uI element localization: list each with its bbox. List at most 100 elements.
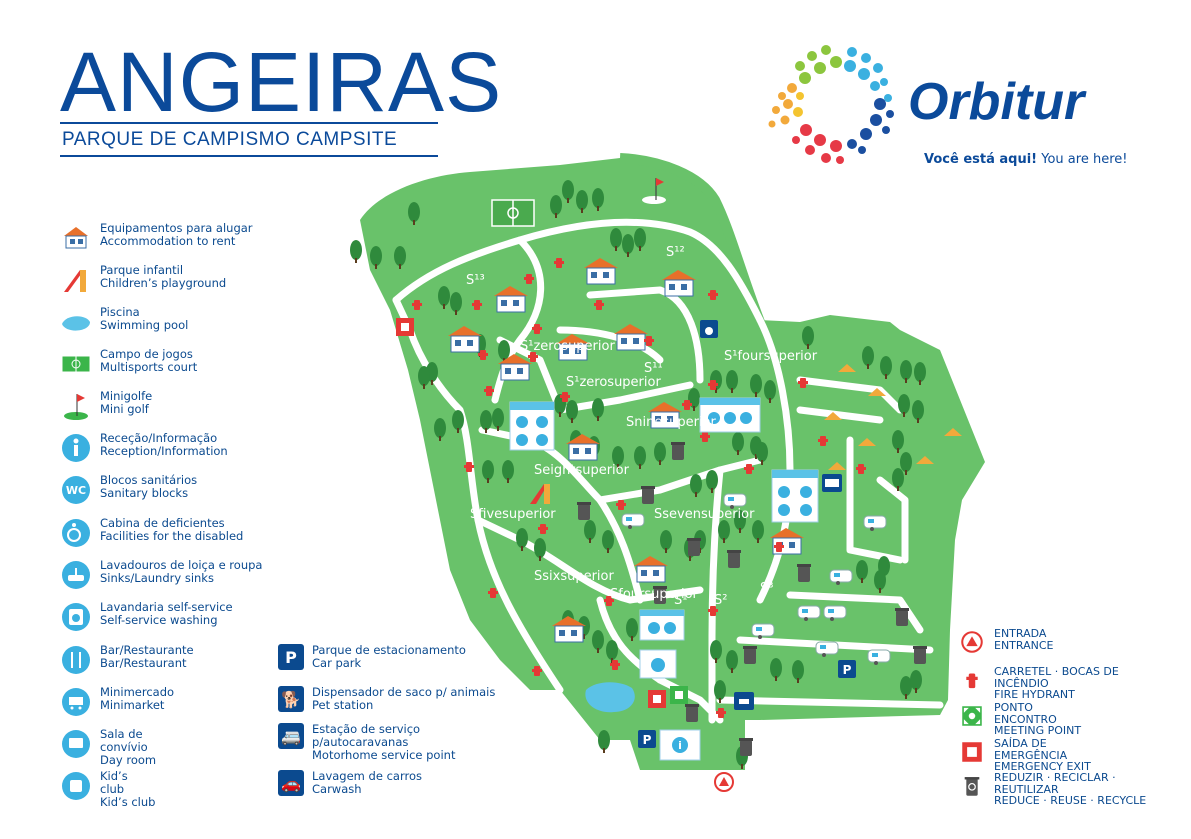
sector-label: S¹ <box>674 593 687 608</box>
parking-icon: P <box>638 730 656 748</box>
tree-icon <box>516 528 528 551</box>
hydrant-icon <box>708 380 718 390</box>
hydrant-icon <box>594 300 604 310</box>
hydrant-icon <box>644 336 654 346</box>
tree-icon <box>350 240 362 263</box>
tree-icon <box>584 520 596 543</box>
sector-label: Sfivesuperior <box>470 507 556 522</box>
kids-icon <box>60 770 92 802</box>
recycle-icon <box>653 586 667 604</box>
you-are-here-label: Você está aqui! You are here! <box>924 152 1127 167</box>
tree-icon <box>370 246 382 269</box>
tree-icon <box>612 446 624 469</box>
caravan-icon <box>621 513 645 529</box>
house-icon <box>60 222 92 254</box>
sanitary-block <box>509 401 555 451</box>
laundry-icon <box>60 601 92 633</box>
legend-item: Cabina de deficientes Facilities for the… <box>60 517 243 549</box>
hydrant-icon <box>488 588 498 598</box>
hydrant-icon <box>798 378 808 388</box>
caravan-icon <box>823 605 847 621</box>
tree-icon <box>482 460 494 483</box>
legend-label: Minigolfe Mini golf <box>100 389 153 416</box>
legend-item: 🚗Lavagem de carros Carwash <box>278 770 422 796</box>
legend-item: Sala de convívio Day room <box>60 728 156 767</box>
legend-label: Parque infantil Children’s playground <box>100 263 227 290</box>
tree-icon <box>502 460 514 483</box>
house-icon <box>648 402 682 429</box>
legend-item: Receção/Informação Reception/Information <box>60 432 228 464</box>
legend-label: Lavadouros de loiça e roupa Sinks/Laundr… <box>100 558 263 585</box>
legend-label: Parque de estacionamento Car park <box>312 643 466 670</box>
pool-icon <box>60 306 92 338</box>
subtitle-divider <box>60 155 438 157</box>
playground-icon <box>60 264 92 296</box>
recycle-icon <box>913 646 927 664</box>
tree-icon <box>660 530 672 553</box>
legend-item: CARRETEL · BOCAS DE INCÊNDIO FIRE HYDRAN… <box>958 666 1119 701</box>
page-subtitle: PARQUE DE CAMPISMO CAMPSITE <box>62 129 398 150</box>
tree-icon <box>438 286 450 309</box>
tree-icon <box>634 446 646 469</box>
tree-icon <box>714 680 726 703</box>
caravan-icon <box>797 605 821 621</box>
legend-label: ENTRADA ENTRANCE <box>994 627 1054 652</box>
caravan-icon <box>723 493 747 509</box>
legend-label: Estação de serviço p/autocaravanas Motor… <box>312 722 456 762</box>
sector-label: S² <box>714 593 727 608</box>
house-icon <box>552 616 586 643</box>
sports-court <box>491 199 535 227</box>
caravan-icon <box>867 649 891 665</box>
recycle-icon <box>577 502 591 520</box>
hydrant-icon <box>958 666 986 694</box>
legend-label: PONTO ENCONTRO MEETING POINT <box>994 701 1082 737</box>
tree-icon <box>690 474 702 497</box>
hydrant-icon <box>604 596 614 606</box>
tree-icon <box>912 400 924 423</box>
entrance-icon <box>958 628 986 656</box>
hydrant-icon <box>538 524 548 534</box>
recycle-icon <box>687 538 701 556</box>
cart-icon <box>60 686 92 718</box>
tree-icon <box>752 520 764 543</box>
tree-icon <box>706 470 718 493</box>
legend-label: Minimercado Minimarket <box>100 685 175 712</box>
recycle-icon <box>727 550 741 568</box>
hydrant-icon <box>744 464 754 474</box>
hydrant-icon <box>560 392 570 402</box>
sector-label: S¹¹ <box>644 361 663 376</box>
map-hydrants <box>412 258 866 718</box>
legend-item: SAÍDA DE EMERGÊNCIA EMERGENCY EXIT <box>958 738 1091 773</box>
tree-icon <box>534 538 546 561</box>
svg-text:P: P <box>643 733 652 747</box>
house-icon <box>566 434 600 461</box>
tree-icon <box>598 730 610 753</box>
sanitary-block <box>771 469 819 523</box>
sector-label: Seightsuperior <box>534 463 630 478</box>
legend-item: Kid’s club Kid’s club <box>60 770 155 809</box>
hydrant-icon <box>532 666 542 676</box>
tree-icon <box>602 530 614 553</box>
house-icon <box>634 556 668 583</box>
house-icon <box>448 326 482 353</box>
tree-icon <box>900 452 912 475</box>
page-title: ANGEIRAS <box>60 35 503 129</box>
hydrant-icon <box>484 386 494 396</box>
tent-icon <box>858 438 876 446</box>
sector-label: S¹² <box>666 245 685 260</box>
legend-item: Lavandaria self-service Self-service was… <box>60 601 233 633</box>
legend-label: CARRETEL · BOCAS DE INCÊNDIO FIRE HYDRAN… <box>994 665 1119 701</box>
tree-icon <box>450 292 462 315</box>
sector-label: S¹³ <box>466 273 485 288</box>
carwash-icon: 🚗 <box>278 770 304 796</box>
legend-item: 🐕Dispensador de saco p/ animais Pet stat… <box>278 686 495 712</box>
legend-label: Bar/Restaurante Bar/Restaurant <box>100 643 194 670</box>
hydrant-icon <box>554 258 564 268</box>
legend-label: SAÍDA DE EMERGÊNCIA EMERGENCY EXIT <box>994 737 1091 773</box>
emergency-exit-icon <box>958 738 986 766</box>
title-divider <box>60 122 438 124</box>
tree-icon <box>914 362 926 385</box>
hydrant-icon <box>774 542 784 552</box>
tree-icon <box>726 650 738 673</box>
